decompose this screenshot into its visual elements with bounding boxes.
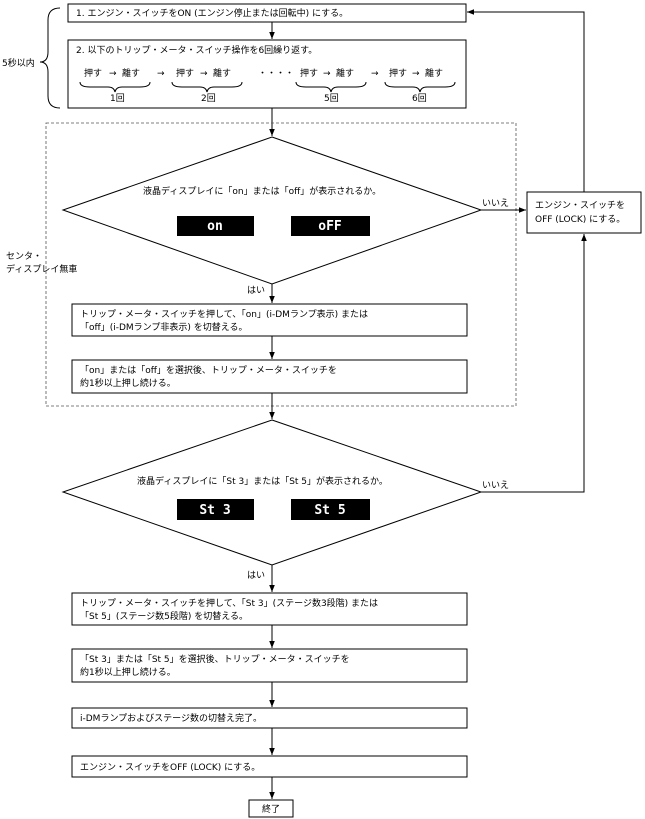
time-note: 5秒以内 (2, 57, 35, 69)
decision2-text: 液晶ディスプレイに「St 3」または「St 5」が表示されるか。 (137, 475, 388, 487)
decision1-diamond (61, 136, 483, 285)
svg-text:約1秒以上押し続ける。: 約1秒以上押し続ける。 (80, 666, 176, 678)
svg-text:→: → (157, 69, 165, 79)
step3-box (71, 303, 468, 337)
cycle-label-6: 6回 (412, 93, 427, 104)
step6-box (71, 648, 468, 683)
step2-box (67, 39, 467, 109)
svg-text:「off」(i-DMランプ非表示) を切替える。: 「off」(i-DMランプ非表示) を切替える。 (80, 321, 248, 333)
svg-text:離す: 離す (122, 67, 140, 79)
decision2-diamond (61, 419, 483, 566)
svg-text:on: on (207, 219, 223, 234)
cycle-label-2: 2回 (201, 93, 216, 104)
center-note-line2: ディスプレイ無車 (6, 263, 77, 275)
center-display-region (45, 122, 517, 407)
svg-text:→: → (412, 69, 420, 79)
svg-text:離す: 離す (425, 67, 443, 79)
svg-text:→: → (200, 69, 208, 79)
decision2-no: いいえ (482, 480, 509, 491)
end-text: 終了 (262, 803, 280, 815)
step1-text: 1. エンジン・スイッチをON (エンジン停止または回転中) にする。 (76, 7, 348, 19)
time-brace (39, 7, 61, 109)
step4-box (71, 359, 468, 394)
cycle-label-1: 1回 (110, 93, 125, 104)
return-arrow (467, 9, 585, 192)
end-box (248, 799, 294, 818)
svg-text:押す: 押す (300, 67, 318, 79)
svg-text:「on」または「off」を選択後、トリップ・メータ・スイッチ: 「on」または「off」を選択後、トリップ・メータ・スイッチを (80, 364, 337, 376)
svg-text:St 5: St 5 (314, 503, 345, 518)
decision1-no: いいえ (482, 198, 509, 209)
decision1-yes: はい (247, 285, 265, 296)
center-note-line1: センタ・ (6, 251, 42, 262)
svg-text:→: → (371, 69, 379, 79)
svg-text:・・・・: ・・・・ (258, 69, 294, 79)
step7-box (71, 707, 468, 729)
svg-text:離す: 離す (336, 67, 354, 79)
cycle-label-5: 5回 (324, 93, 339, 104)
display-st5 (291, 499, 370, 520)
svg-text:「St 5」(ステージ数5段階) を切替える。: 「St 5」(ステージ数5段階) を切替える。 (80, 610, 248, 622)
decision1-text: 液晶ディスプレイに「on」または「off」が表示されるか。 (143, 185, 381, 197)
svg-text:エンジン・スイッチをOFF (LOCK) にする。: エンジン・スイッチをOFF (LOCK) にする。 (80, 762, 260, 773)
display-off (291, 216, 370, 236)
svg-text:oFF: oFF (318, 219, 342, 234)
step5-box (71, 592, 468, 626)
svg-text:トリップ・メータ・スイッチを押して、「St 3」(ステージ数: トリップ・メータ・スイッチを押して、「St 3」(ステージ数3段階) または (80, 597, 378, 609)
svg-text:St 3: St 3 (199, 503, 230, 518)
svg-text:「St 3」または「St 5」を選択後、トリップ・メータ・ス: 「St 3」または「St 5」を選択後、トリップ・メータ・スイッチを (80, 653, 350, 665)
svg-text:i-DMランプおよびステージ数の切替え完了。: i-DMランプおよびステージ数の切替え完了。 (80, 712, 262, 724)
step8-box (71, 755, 468, 778)
svg-text:押す: 押す (84, 67, 102, 79)
decision2-yes: はい (247, 570, 265, 581)
svg-text:→: → (323, 69, 331, 79)
press-release-sequence: 押す → 離す → 押す → 離す ・・・・ 押す → 離す → 押す → 離す… (79, 67, 456, 104)
svg-text:押す: 押す (176, 67, 194, 79)
svg-text:エンジン・スイッチを: エンジン・スイッチを (535, 200, 625, 211)
svg-text:→: → (109, 69, 117, 79)
svg-text:OFF (LOCK) にする。: OFF (LOCK) にする。 (535, 214, 625, 225)
svg-text:トリップ・メータ・スイッチを押して、「on」(i-DMランプ: トリップ・メータ・スイッチを押して、「on」(i-DMランプ表示) または (80, 308, 368, 320)
step2-text: 2. 以下のトリップ・メータ・スイッチ操作を6回繰り返す。 (76, 44, 317, 56)
step1-box (67, 3, 467, 23)
svg-text:押す: 押す (389, 67, 407, 79)
display-st3 (177, 499, 254, 520)
side-engine-off-box (526, 191, 642, 234)
display-on (177, 216, 254, 236)
svg-text:離す: 離す (213, 67, 231, 79)
svg-text:約1秒以上押し続ける。: 約1秒以上押し続ける。 (80, 377, 176, 389)
